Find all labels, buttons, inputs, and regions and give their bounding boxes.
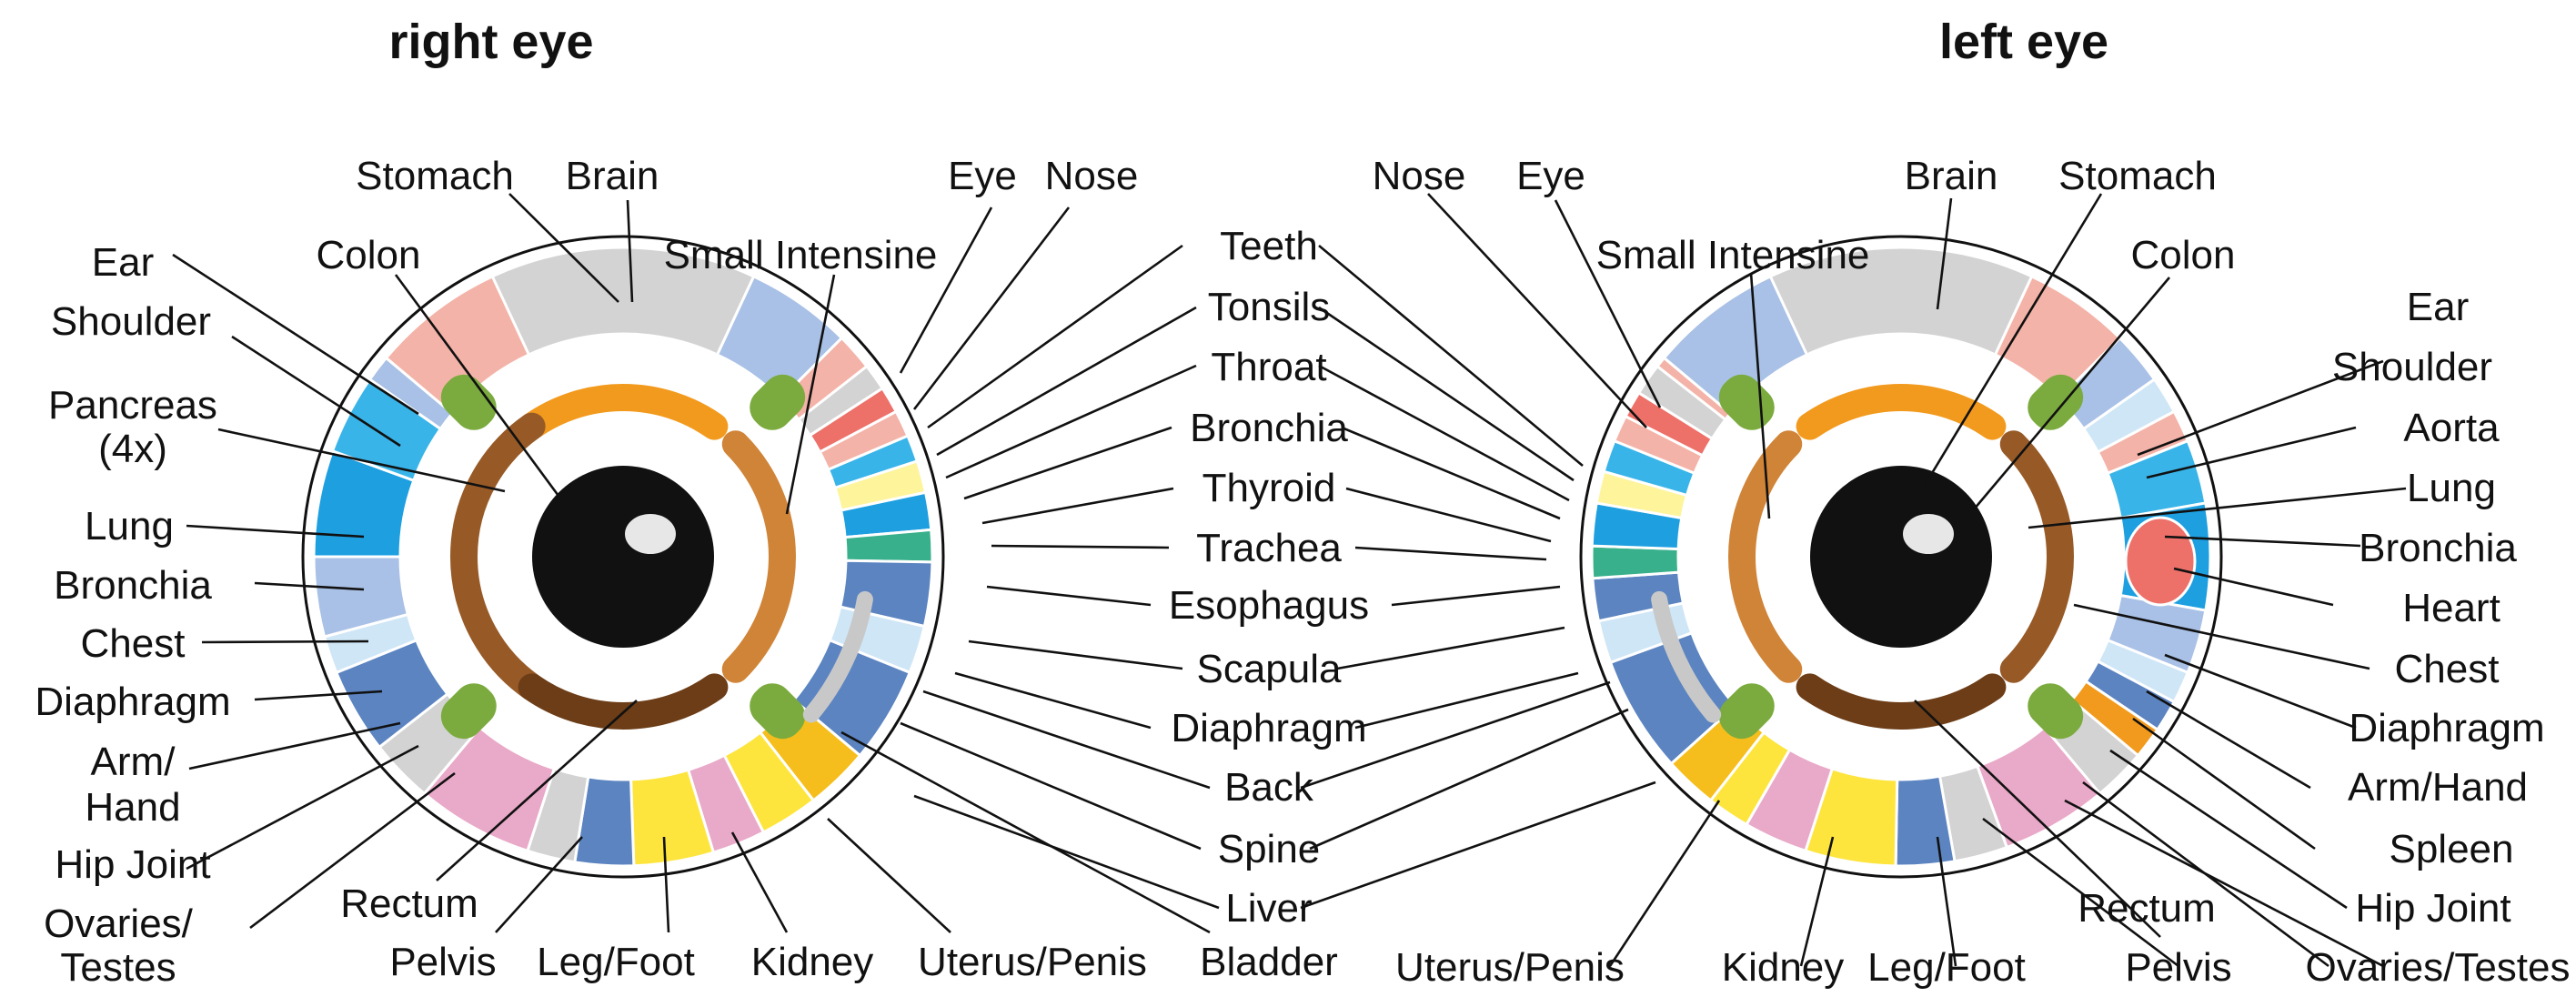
label-aorta: Aorta xyxy=(2403,406,2500,450)
label-tonsils: Tonsils xyxy=(1208,285,1331,329)
label-nose-left: Nose xyxy=(1373,154,1466,198)
right-eye-title: right eye xyxy=(388,15,593,69)
label-teeth: Teeth xyxy=(1220,224,1318,268)
right-pancreas-marker xyxy=(750,683,806,740)
left-spine-curve xyxy=(1651,590,1722,723)
label-pancreas: Pancreas xyxy=(48,383,217,428)
label-pelvis-left: Pelvis xyxy=(2125,945,2231,990)
label-leg-foot: Leg/Foot xyxy=(537,940,695,984)
left-pancreas-marker xyxy=(1718,683,1775,740)
label-ovaries-testes: Ovaries/Testes xyxy=(2306,945,2571,990)
heart-zone xyxy=(2124,516,2197,607)
label-ovaries: Ovaries/ xyxy=(44,901,194,946)
label-shoulder-left: Shoulder xyxy=(2332,345,2492,389)
label-eye: Eye xyxy=(948,154,1017,198)
label-scapula: Scapula xyxy=(1196,647,1342,691)
label-brain: Brain xyxy=(566,154,659,198)
center-labels: Teeth Tonsils Throat Bronchia Thyroid Tr… xyxy=(1169,224,1369,984)
label-uterus-penis: Uterus/Penis xyxy=(918,940,1147,984)
label-spleen: Spleen xyxy=(2389,827,2513,871)
label-leg-foot-left: Leg/Foot xyxy=(1867,945,2026,990)
label-diaphragm: Diaphragm xyxy=(35,680,230,724)
label-eye-left: Eye xyxy=(1516,154,1585,198)
right-pupil-highlight xyxy=(625,514,676,554)
label-bladder: Bladder xyxy=(1200,940,1338,984)
right-pupil xyxy=(532,466,714,648)
left-zone-segment xyxy=(1590,544,1681,580)
label-lung-left: Lung xyxy=(2407,466,2496,510)
label-spine: Spine xyxy=(1218,827,1321,871)
label-ear: Ear xyxy=(92,240,154,285)
label-arm-hand: Arm/Hand xyxy=(2348,765,2528,810)
label-small-intestine-left: Small Intensine xyxy=(1596,233,1870,277)
label-colon-left: Colon xyxy=(2131,233,2236,277)
left-pupil xyxy=(1810,466,1992,648)
label-testes: Testes xyxy=(60,945,176,990)
label-colon: Colon xyxy=(317,233,421,277)
right-pancreas-marker xyxy=(750,374,806,430)
label-nose: Nose xyxy=(1045,154,1139,198)
label-bronchia-center: Bronchia xyxy=(1190,406,1348,450)
left-eye-chart xyxy=(1579,235,2223,879)
label-stomach: Stomach xyxy=(356,154,514,198)
right-inner-zone-arc xyxy=(721,430,796,683)
right-eye-labels: Stomach Brain Colon Small Intensine Eye … xyxy=(35,154,1147,990)
label-bronchia-left: Bronchia xyxy=(2359,526,2517,570)
label-bronchia: Bronchia xyxy=(54,563,212,608)
left-eye-title: left eye xyxy=(1939,15,2108,69)
right-inner-zone-arc xyxy=(518,673,729,730)
label-rectum-left: Rectum xyxy=(2078,886,2216,931)
left-inner-zone-arc xyxy=(1796,384,2007,440)
label-small-intestine: Small Intensine xyxy=(664,233,938,277)
label-kidney-left: Kidney xyxy=(1722,945,1845,990)
label-stomach-left: Stomach xyxy=(2058,154,2217,198)
left-inner-zone-arc xyxy=(1999,430,2074,683)
label-shoulder: Shoulder xyxy=(51,299,211,344)
label-pancreas-note: (4x) xyxy=(98,427,167,471)
left-pupil-highlight xyxy=(1903,514,1954,554)
label-chest: Chest xyxy=(81,621,186,666)
right-pancreas-marker xyxy=(440,683,497,740)
label-pelvis: Pelvis xyxy=(389,940,496,984)
label-arm: Arm/ xyxy=(91,740,176,784)
label-hip-joint: Hip Joint xyxy=(55,842,210,887)
label-liver: Liver xyxy=(1225,886,1312,931)
label-hip-joint-left: Hip Joint xyxy=(2355,886,2511,931)
right-inner-zone-arc xyxy=(450,412,546,701)
label-chest-left: Chest xyxy=(2395,647,2500,691)
left-inner-zone-arc xyxy=(1796,673,2007,730)
label-diaphragm-left: Diaphragm xyxy=(2349,706,2544,750)
label-kidney: Kidney xyxy=(751,940,874,984)
label-diaphragm-center: Diaphragm xyxy=(1171,706,1366,750)
left-eye-leader-lines xyxy=(1427,193,2407,968)
right-eye-leader-lines xyxy=(172,193,1211,934)
center-leader-lines xyxy=(900,244,1656,910)
label-rectum: Rectum xyxy=(340,881,478,926)
label-hand: Hand xyxy=(85,785,180,830)
label-throat: Throat xyxy=(1211,345,1326,389)
label-uterus-penis-left: Uterus/Penis xyxy=(1395,945,1625,990)
left-pancreas-marker xyxy=(2028,374,2084,430)
label-ear-left: Ear xyxy=(2407,285,2469,329)
label-heart: Heart xyxy=(2402,586,2501,630)
label-trachea: Trachea xyxy=(1196,526,1342,570)
label-back: Back xyxy=(1224,765,1314,810)
label-esophagus: Esophagus xyxy=(1169,583,1369,628)
right-inner-zone-arc xyxy=(518,384,729,440)
right-spine-curve xyxy=(802,590,873,723)
right-pancreas-marker xyxy=(440,374,497,430)
left-eye-labels: Nose Eye Brain Stomach Small Intensine C… xyxy=(1373,154,2571,990)
left-pancreas-marker xyxy=(2028,683,2084,740)
right-eye-chart xyxy=(301,235,945,879)
label-lung: Lung xyxy=(85,504,174,549)
label-thyroid: Thyroid xyxy=(1202,466,1336,510)
label-brain-left: Brain xyxy=(1905,154,1998,198)
